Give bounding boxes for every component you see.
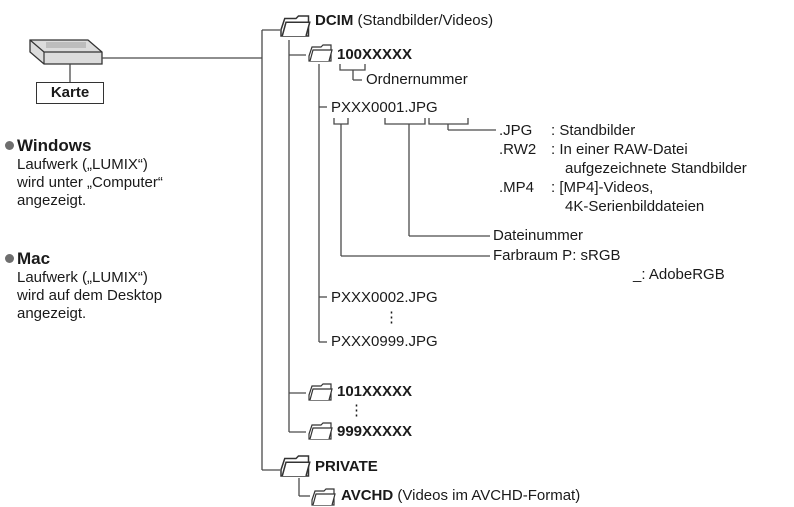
folder-999-label: 999XXXXX [337,423,413,440]
ext-rw2-desc: : In einer RAW-Datei [551,141,688,158]
card-label: Karte [36,82,104,104]
sd-card-icon [29,39,103,65]
private-folder-label: PRIVATE [315,458,378,475]
ext-mp4-desc-2: 4K-Serienbilddateien [565,198,705,215]
mac-line: Laufwerk („LUMIX“) [17,269,148,286]
vertical-ellipsis: ⋮ [384,309,399,326]
folder-number-label: Ordnernummer [366,71,468,88]
colorspace-label: Farbraum P: sRGB [493,247,621,264]
bullet-icon [5,141,14,150]
folder-icon [308,44,333,62]
ext-mp4-desc: : [MP4]-Videos, [551,179,654,196]
windows-heading-text: Windows [17,136,92,155]
ext-rw2-desc-2: aufgezeichnete Standbilder [565,160,747,177]
folder-icon [280,15,311,37]
ext-jpg: .JPG [499,122,533,139]
avchd-name: AVCHD [341,487,394,504]
ext-rw2: .RW2 [499,141,537,158]
dcim-note: (Standbilder/Videos) [357,12,494,29]
windows-heading: Windows [5,136,91,156]
windows-line: Laufwerk („LUMIX“) [17,156,148,173]
file-999-label: PXXX0999.JPG [331,333,438,350]
windows-line: wird unter „Computer“ [17,174,163,191]
bullet-icon [5,254,14,263]
folder-icon [308,422,333,440]
vertical-ellipsis: ⋮ [349,402,364,419]
avchd-note: (Videos im AVCHD-Format) [397,487,581,504]
folder-101-label: 101XXXXX [337,383,413,400]
file-2-label: PXXX0002.JPG [331,289,438,306]
mac-line: angezeigt. [17,305,87,322]
folder-icon [311,488,336,506]
dcim-name: DCIM [315,12,354,29]
ext-mp4: .MP4 [499,179,535,196]
mac-heading: Mac [5,249,50,269]
mac-heading-text: Mac [17,249,51,268]
avchd-folder-label: AVCHD (Videos im AVCHD-Format) [341,487,580,505]
colorspace-alt-label: _: AdobeRGB [633,266,725,283]
mac-line: wird auf dem Desktop [17,287,163,304]
file-1-label: PXXX0001.JPG [331,99,438,116]
ext-jpg-desc: : Standbilder [551,122,636,139]
file-number-label: Dateinummer [493,227,584,244]
folder-icon [280,455,311,477]
folder-100-label: 100XXXXX [337,46,413,63]
dcim-folder-label: DCIM (Standbilder/Videos) [315,12,493,30]
windows-line: angezeigt. [17,192,87,209]
folder-icon [308,383,333,401]
